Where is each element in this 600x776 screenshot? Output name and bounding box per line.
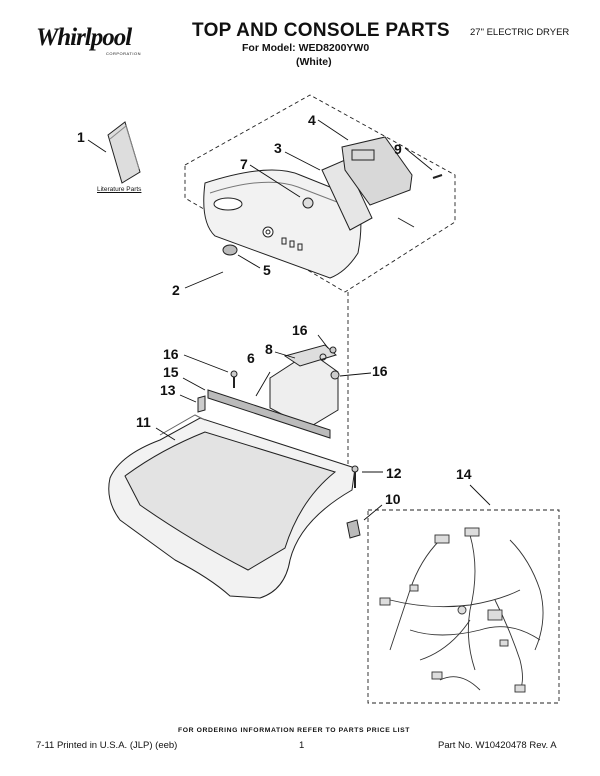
model-line: For Model: WED8200YW0 <box>242 42 370 54</box>
callout-15: 15 <box>163 364 179 380</box>
product-type: 27" ELECTRIC DRYER <box>470 27 570 38</box>
brand-sub: CORPORATION <box>106 51 141 56</box>
callout-5: 5 <box>263 262 271 278</box>
page-number: 1 <box>299 740 305 751</box>
page-title: TOP AND CONSOLE PARTS <box>192 20 450 41</box>
callout-11: 11 <box>136 414 151 430</box>
callout-16-b: 16 <box>292 322 308 338</box>
callout-12: 12 <box>386 465 402 481</box>
callout-6: 6 <box>247 350 255 366</box>
callout-2: 2 <box>172 282 180 298</box>
callout-4: 4 <box>308 112 316 128</box>
callout-16-c: 16 <box>372 363 388 379</box>
callout-13: 13 <box>160 382 176 398</box>
brand-name: Whirlpool <box>36 24 132 51</box>
callout-8: 8 <box>265 341 273 357</box>
print-info: 7-11 Printed in U.S.A. (JLP) (eeb) <box>36 740 178 751</box>
callout-9: 9 <box>394 141 402 157</box>
color-variant: (White) <box>296 56 332 68</box>
literature-parts-label: Literature Parts <box>97 186 142 193</box>
callout-16-a: 16 <box>163 346 179 362</box>
callout-10: 10 <box>385 491 401 507</box>
callout-3: 3 <box>274 140 282 156</box>
part-number: Part No. W10420478 Rev. A <box>438 740 557 751</box>
callout-1: 1 <box>77 129 85 145</box>
callout-14: 14 <box>456 466 472 482</box>
ordering-note: FOR ORDERING INFORMATION REFER TO PARTS … <box>178 727 411 734</box>
brand-logo: Whirlpool CORPORATION <box>36 24 140 56</box>
callout-7: 7 <box>240 156 248 172</box>
